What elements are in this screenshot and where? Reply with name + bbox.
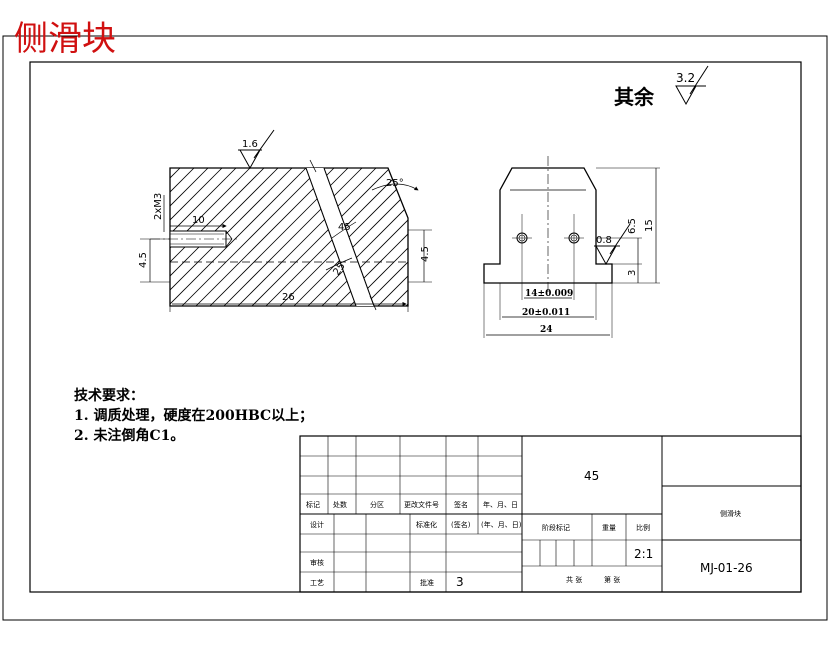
- hatch-line: [347, 168, 408, 306]
- row-check-label: 审核: [310, 558, 324, 567]
- hatch-line: [249, 168, 391, 306]
- roughness-top-value: 1.6: [242, 139, 258, 150]
- hatch-line: [0, 168, 40, 308]
- dim-left-height: 4.5: [138, 252, 149, 268]
- sheet-current-label: 第 张: [604, 575, 620, 584]
- hatch-line: [193, 168, 335, 306]
- hatch-line: [418, 168, 558, 308]
- hatch-line: [170, 168, 307, 306]
- quantity-value: 3: [456, 575, 464, 589]
- hatch-line: [0, 168, 110, 308]
- dim-thread: 2xM3: [153, 193, 164, 220]
- hatch-line: [389, 168, 408, 306]
- left-body-outline: [169, 167, 409, 307]
- dim-body-width: 20±0.011: [522, 308, 570, 318]
- outer-frame: [2, 35, 828, 621]
- header-date: 年、月、日: [483, 500, 518, 509]
- hatch-line: [170, 168, 209, 306]
- row-process-label: 工艺: [310, 579, 324, 587]
- hatch-line: [0, 168, 68, 308]
- hatch-line: [26, 168, 166, 308]
- requirements-heading: 技术要求：: [74, 387, 144, 404]
- hatch-line: [221, 168, 363, 306]
- header-change-doc: 更改文件号: [404, 500, 439, 509]
- dim-right-height: 4.5: [420, 246, 431, 262]
- dim-angle-hole: 45: [338, 222, 351, 233]
- scale-value: 2:1: [634, 547, 653, 561]
- stage-mark-label: 阶段标记: [542, 523, 570, 532]
- right-body-outline: [483, 167, 613, 284]
- hatch-line: [0, 168, 96, 308]
- requirement-item: 2. 未注倒角C1。: [74, 427, 184, 444]
- hatch-line: [375, 168, 408, 306]
- left-section-view: 1.6 2xM3 10 25° 45 25 4.5 4.5 26: [0, 129, 558, 312]
- hatch-line: [0, 168, 124, 308]
- roughness-note: 其余 3.2: [614, 65, 709, 109]
- dim-angle-top: 25°: [386, 178, 404, 189]
- title-block: [299, 435, 802, 593]
- row-approve-label: 批准: [420, 578, 434, 587]
- dim-base-width: 24: [540, 325, 553, 335]
- drawing-number-value: MJ-01-26: [700, 561, 753, 575]
- page-title: 侧滑块: [14, 19, 116, 59]
- hatch-line: [170, 168, 181, 306]
- inner-frame: [29, 61, 802, 593]
- header-sign: 签名: [454, 500, 468, 509]
- dim-hole-spacing: 14±0.009: [525, 289, 573, 299]
- row-standard-label: 标准化: [416, 520, 437, 529]
- weight-label: 重量: [602, 524, 616, 532]
- hatch-line: [0, 168, 54, 308]
- hatch-line: [170, 168, 237, 306]
- row-sign-label: (签名): [451, 520, 471, 529]
- requirement-item: 1. 调质处理，硬度在200HBC以上；: [74, 407, 313, 424]
- hatch-line: [0, 168, 82, 308]
- roughness-note-value: 3.2: [676, 71, 695, 85]
- dim-length: 26: [282, 292, 295, 303]
- hatch-line: [170, 168, 195, 306]
- hatch-line: [0, 168, 138, 308]
- header-count: 处数: [333, 500, 347, 509]
- right-end-view: 0.8 15 6.5 3 14±0.009 20±0.011 24: [483, 156, 660, 338]
- technical-requirements: 技术要求： 1. 调质处理，硬度在200HBC以上； 2. 未注倒角C1。: [74, 387, 313, 444]
- roughness-note-label: 其余: [614, 85, 655, 109]
- dim-step-height: 3: [627, 270, 638, 276]
- hatch-line: [179, 168, 321, 306]
- header-mark: 标记: [306, 500, 320, 509]
- hatch-line: [235, 168, 377, 306]
- row-date-label: (年、月、日): [481, 520, 522, 529]
- hatch-line: [170, 168, 223, 306]
- hatch-line: [319, 168, 408, 306]
- hatch-line: [305, 168, 408, 306]
- hatch-line: [291, 168, 408, 306]
- roughness-right-value: 0.8: [596, 235, 612, 246]
- hatch-line: [361, 168, 408, 306]
- sheet-total-label: 共 张: [566, 575, 582, 584]
- material-value: 45: [584, 469, 599, 483]
- row-design-label: 设计: [310, 520, 324, 529]
- title-block-text: 标记 处数 分区 更改文件号 签名 年、月、日 设计 标准化 (签名) (年、月…: [306, 469, 753, 589]
- header-zone: 分区: [370, 500, 384, 509]
- dim-total-height: 15: [644, 219, 655, 232]
- scale-label: 比例: [636, 523, 650, 532]
- part-name-value: 侧滑块: [720, 509, 741, 518]
- dim-hole-height: 6.5: [627, 218, 638, 234]
- hatch-line: [12, 168, 152, 308]
- dim-depth: 10: [192, 215, 205, 226]
